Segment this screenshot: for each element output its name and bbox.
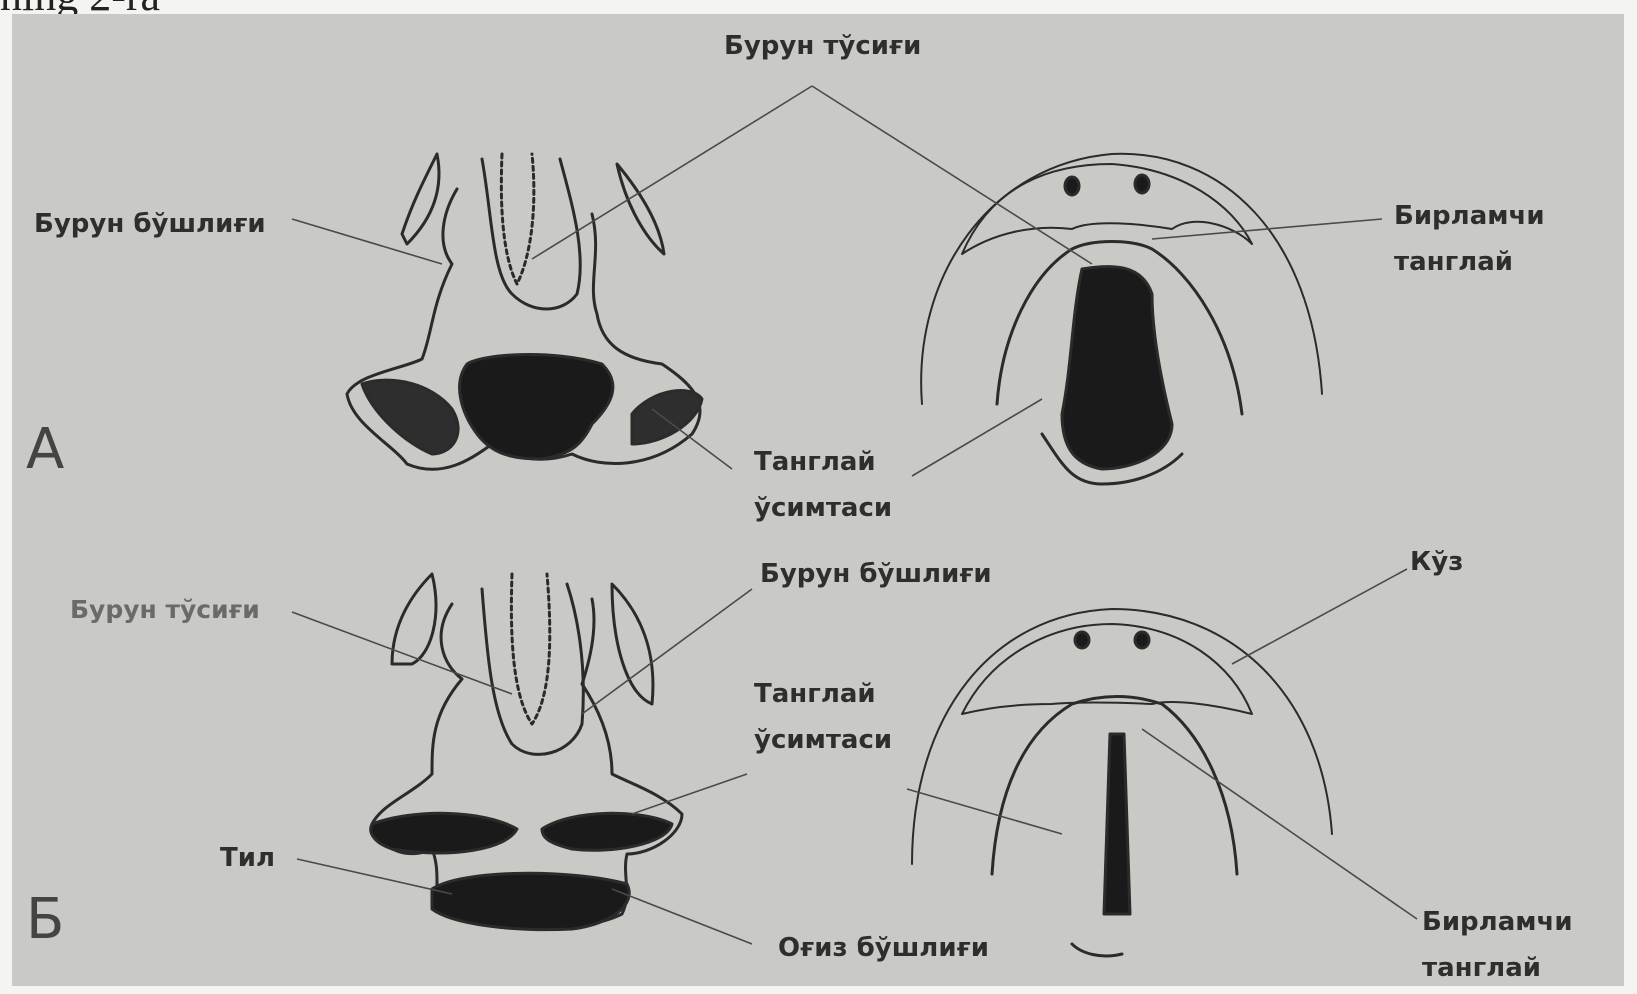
figure-panel: А Б Бурун тўсиғи Бурун бўшлиғи Бирламчи … (12, 14, 1624, 986)
label-b-nasal-cavity: Бурун бўшлиғи (760, 552, 992, 598)
cropped-heading-fragment: ning 2-ra (0, 0, 300, 14)
panel-label-a: А (26, 422, 64, 478)
label-a-palatal-process: Танглай ўсимтаси (754, 440, 892, 531)
panel-label-b: Б (26, 892, 64, 948)
label-a-nasal-cavity: Бурун бўшлиғи (34, 202, 266, 248)
label-a-primary-palate: Бирламчи танглай (1394, 194, 1545, 285)
label-b-eye: Кўз (1410, 540, 1463, 586)
section-b-coronal (371, 574, 682, 930)
label-b-nasal-septum: Бурун тўсиғи (70, 588, 260, 632)
section-a-coronal (347, 154, 702, 469)
label-b-tongue: Тил (220, 836, 275, 882)
label-b-oral-cavity: Оғиз бўшлиғи (778, 926, 989, 972)
label-a-nasal-septum: Бурун тўсиғи (724, 24, 921, 70)
label-b-palatal-process: Танглай ўсимтаси (754, 672, 892, 763)
label-b-primary-palate: Бирламчи танглай (1422, 900, 1573, 991)
palate-b-view (912, 609, 1332, 956)
